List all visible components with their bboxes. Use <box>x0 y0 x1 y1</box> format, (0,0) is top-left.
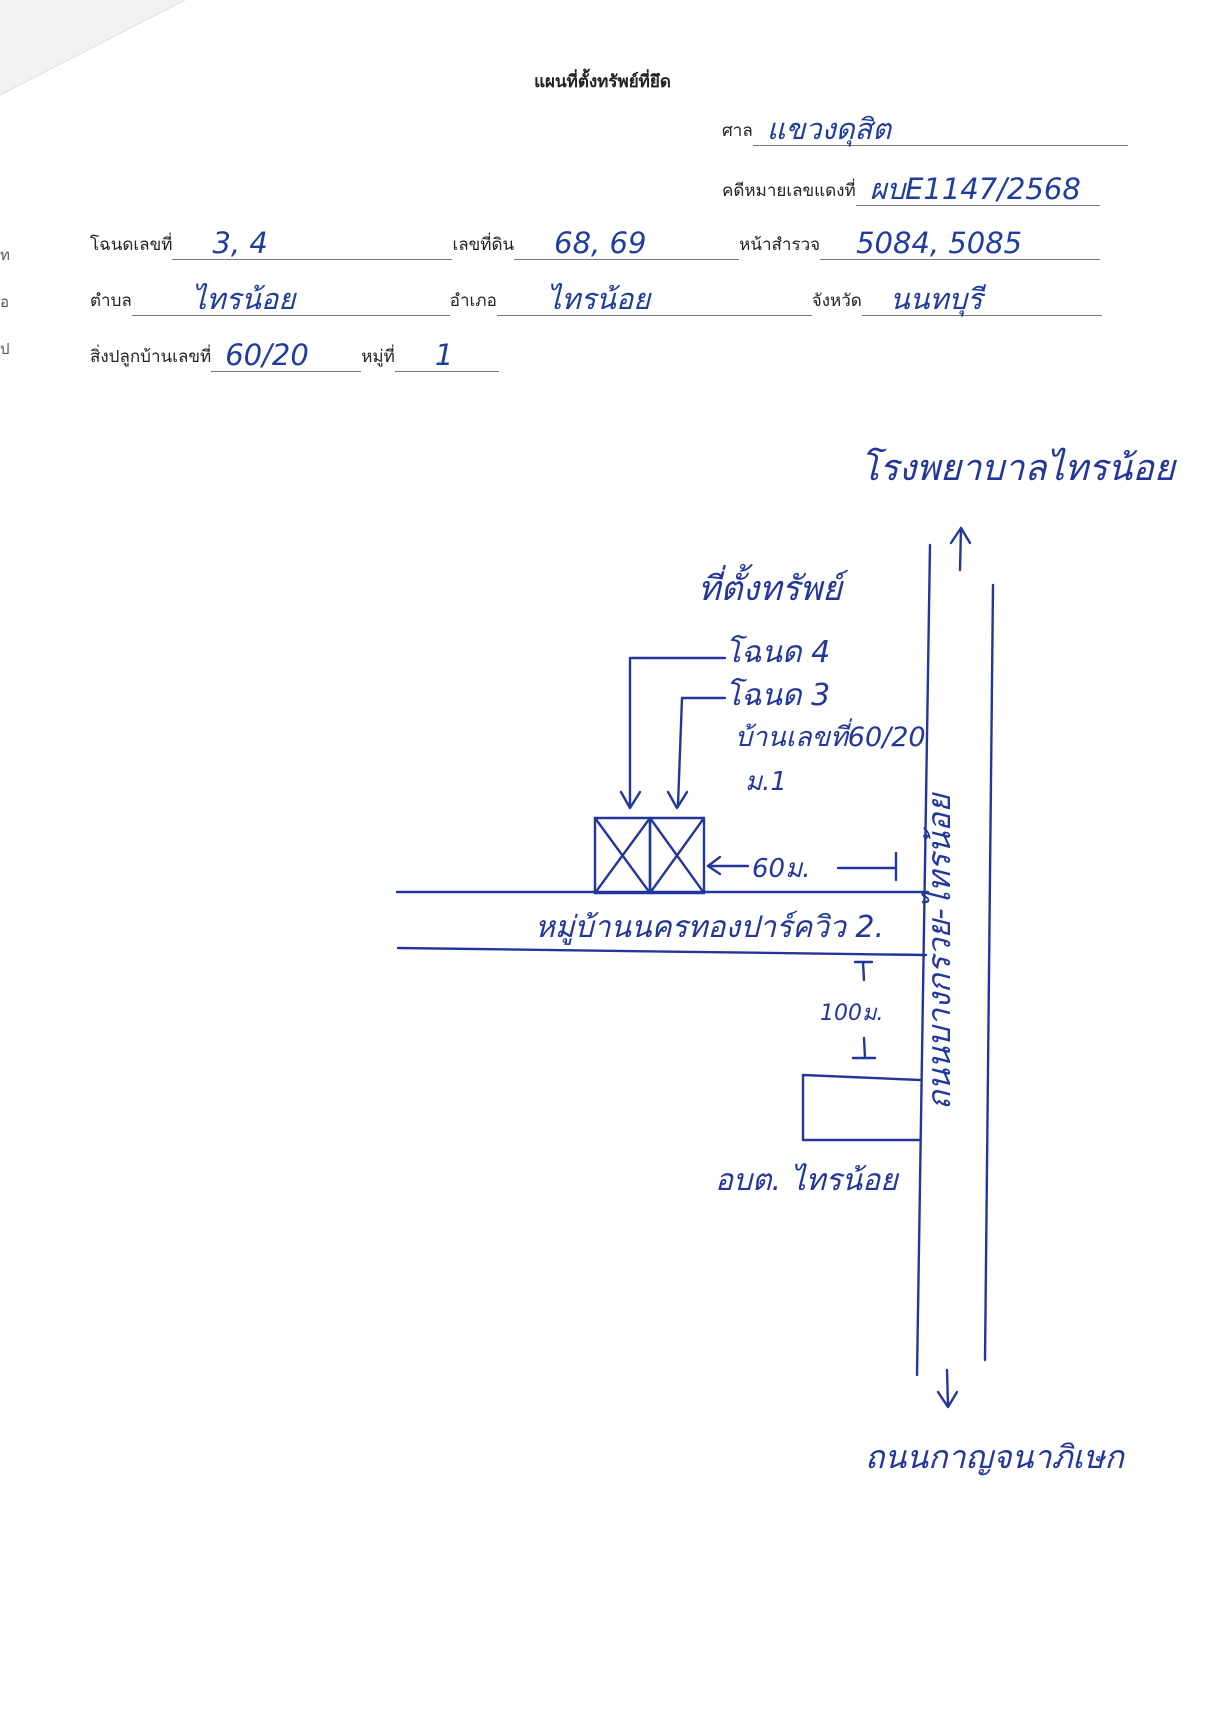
north-label: โรงพยาบาลไทรน้อย <box>860 447 1178 489</box>
distance-60-label: 60ม. <box>752 854 811 884</box>
location-row: ตำบล ไทรน้อย อำเภอ ไทรน้อย จังหวัด นนทบุ… <box>90 282 1102 316</box>
house-number-field: 60/20 <box>211 338 362 372</box>
village-road-edge <box>396 946 928 957</box>
district-label: อำเภอ <box>449 291 497 311</box>
village-road-label: หมู่บ้านนครทองปาร์ควิว 2. <box>535 910 884 945</box>
margin-fragment: ท <box>0 246 10 264</box>
south-arrow-icon <box>936 1368 959 1409</box>
court-field: แขวงดุสิต <box>752 112 1128 146</box>
deed-field: 3, 4 <box>172 226 453 260</box>
case-number-label: คดีหมายเลขแดงที่ <box>722 181 856 201</box>
moo-field: 1 <box>394 338 499 372</box>
property-plot-deed-3 <box>648 816 706 895</box>
deed-row: โฉนดเลขที่ 3, 4 เลขที่ดิน 68, 69 หน้าสำร… <box>90 226 1101 260</box>
margin-fragment: ป <box>0 340 10 358</box>
tambon-office-building <box>801 1073 922 1142</box>
house-number-sketch-label: บ้านเลขที่60/20 <box>735 718 926 753</box>
deed-4-label: โฉนด 4 <box>725 634 830 670</box>
case-number-field: ผบE1147/2568 <box>855 172 1100 206</box>
main-road-edge <box>915 543 932 1377</box>
distance-100-label: 100ม. <box>820 1001 884 1026</box>
main-road-label: ถนนบางกรวย-ไทรน้อย <box>920 792 958 1110</box>
main-road-edge <box>983 583 995 1362</box>
case-number-row: คดีหมายเลขแดงที่ ผบE1147/2568 <box>722 172 1100 206</box>
margin-fragment: อ <box>0 293 10 311</box>
deed-label: โฉนดเลขที่ <box>90 235 173 255</box>
distance-100m-marker <box>851 960 877 1060</box>
moo-label: หมู่ที่ <box>361 347 395 367</box>
subdistrict-label: ตำบล <box>90 291 132 311</box>
land-number-field: 68, 69 <box>514 226 740 260</box>
page-title: แผนที่ตั้งทรัพย์ที่ยึด <box>534 72 671 92</box>
distance-60m-marker <box>706 851 898 882</box>
moo-sketch-label: ม.1 <box>745 767 787 797</box>
province-field: นนทบุรี <box>861 282 1102 316</box>
property-plot-deed-4 <box>593 816 652 895</box>
deed-3-label: โฉนด 3 <box>725 677 830 713</box>
district-field: ไทรน้อย <box>496 282 812 316</box>
court-row: ศาล แขวงดุสิต <box>722 112 1128 146</box>
deed-4-leader <box>619 656 727 810</box>
building-row: สิ่งปลูกบ้านเลขที่ 60/20 หมู่ที่ 1 <box>90 338 499 372</box>
north-arrow-icon <box>949 526 972 572</box>
tambon-office-label: อบต. ไทรน้อย <box>715 1163 900 1198</box>
house-number-label: สิ่งปลูกบ้านเลขที่ <box>90 347 212 367</box>
survey-page-label: หน้าสำรวจ <box>739 235 821 255</box>
property-header-label: ที่ตั้งทรัพย์ <box>698 563 849 609</box>
subdistrict-field: ไทรน้อย <box>131 282 450 316</box>
deed-3-leader <box>666 696 727 810</box>
survey-page-field: 5084, 5085 <box>820 226 1101 260</box>
province-label: จังหวัด <box>811 291 862 311</box>
court-label: ศาล <box>722 121 753 141</box>
south-label: ถนนกาญจนาภิเษก <box>865 1438 1125 1476</box>
land-number-label: เลขที่ดิน <box>452 235 515 255</box>
